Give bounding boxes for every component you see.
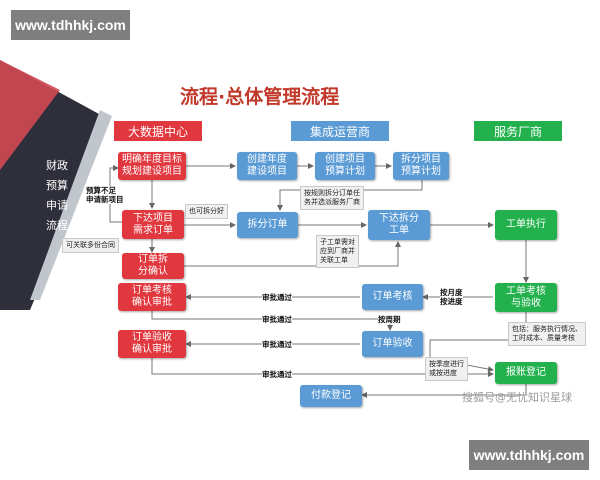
- node-review-approve[interactable]: 订单考核 确认审批: [118, 283, 186, 311]
- note-by-rule: 按规则拆分订单任 务并选派服务厂商: [300, 186, 364, 210]
- label-approved-2: 审批通过: [262, 315, 292, 324]
- watermark-bottom: www.tdhhkj.com: [469, 440, 589, 470]
- node-create-budget[interactable]: 创建项目 预算计划: [315, 152, 375, 180]
- node-order-review[interactable]: 订单考核: [362, 284, 423, 310]
- lane-header-bigdata: 大数据中心: [114, 121, 202, 141]
- node-accept-approve[interactable]: 订单验收 确认审批: [118, 330, 186, 358]
- arrow-confirm-to-issue: [184, 241, 401, 267]
- decorative-triangle: [0, 60, 112, 310]
- arrow-reimburse-to-payment: [361, 384, 527, 398]
- source-watermark: 搜狐号@无忧知识星球: [462, 391, 572, 404]
- node-order-accept[interactable]: 订单验收: [362, 331, 423, 357]
- label-by-month: 按月度 按进度: [440, 288, 463, 306]
- side-label-3: 申请: [46, 199, 68, 212]
- label-by-cycle: 按周期: [378, 315, 401, 324]
- node-annual-goal[interactable]: 明确年度目标 规划建设项目: [118, 152, 186, 180]
- node-create-annual[interactable]: 创建年度 建设项目: [237, 152, 297, 180]
- node-split-budget[interactable]: 拆分项目 预算计划: [393, 152, 449, 180]
- label-approved-3: 审批通过: [262, 340, 292, 349]
- side-label-2: 预算: [46, 179, 68, 192]
- page-title: 流程·总体管理流程: [180, 86, 340, 108]
- label-approved-1: 审批通过: [262, 293, 292, 302]
- node-work-review[interactable]: 工单考核 与验收: [495, 283, 557, 312]
- label-approved-4: 审批通过: [262, 370, 292, 379]
- side-label-1: 财政: [46, 159, 68, 172]
- note-include: 包括：服务执行情况、 工时成本、质量考核: [508, 322, 586, 346]
- note-budget-lack: 预算不足 申请新项目: [86, 186, 124, 204]
- node-payment[interactable]: 付款登记: [300, 385, 362, 407]
- node-work-exec[interactable]: 工单执行: [495, 210, 557, 240]
- node-split-order[interactable]: 拆分订单: [237, 212, 298, 238]
- node-confirm-split[interactable]: 订单拆 分确认: [122, 253, 184, 279]
- node-reimburse[interactable]: 报账登记: [495, 362, 557, 384]
- note-sub-order: 子工单需对 应到厂商并 关联工单: [316, 235, 359, 268]
- lane-header-provider: 服务厂商: [474, 121, 562, 141]
- note-by-quarter: 按季度进行 或按进度: [425, 357, 468, 381]
- note-can-split: 也可拆分好: [185, 204, 228, 219]
- arrow-approve-to-reimburse: [151, 358, 494, 377]
- lane-header-integrated: 集成运营商: [291, 121, 389, 141]
- watermark-top: www.tdhhkj.com: [11, 10, 130, 40]
- side-label-4: 流程: [46, 219, 68, 232]
- note-assoc-contracts: 可关联多份合同: [62, 238, 119, 253]
- node-issue-split[interactable]: 下达拆分 工单: [368, 210, 430, 240]
- node-issue-demand[interactable]: 下达项目 需求订单: [122, 210, 184, 239]
